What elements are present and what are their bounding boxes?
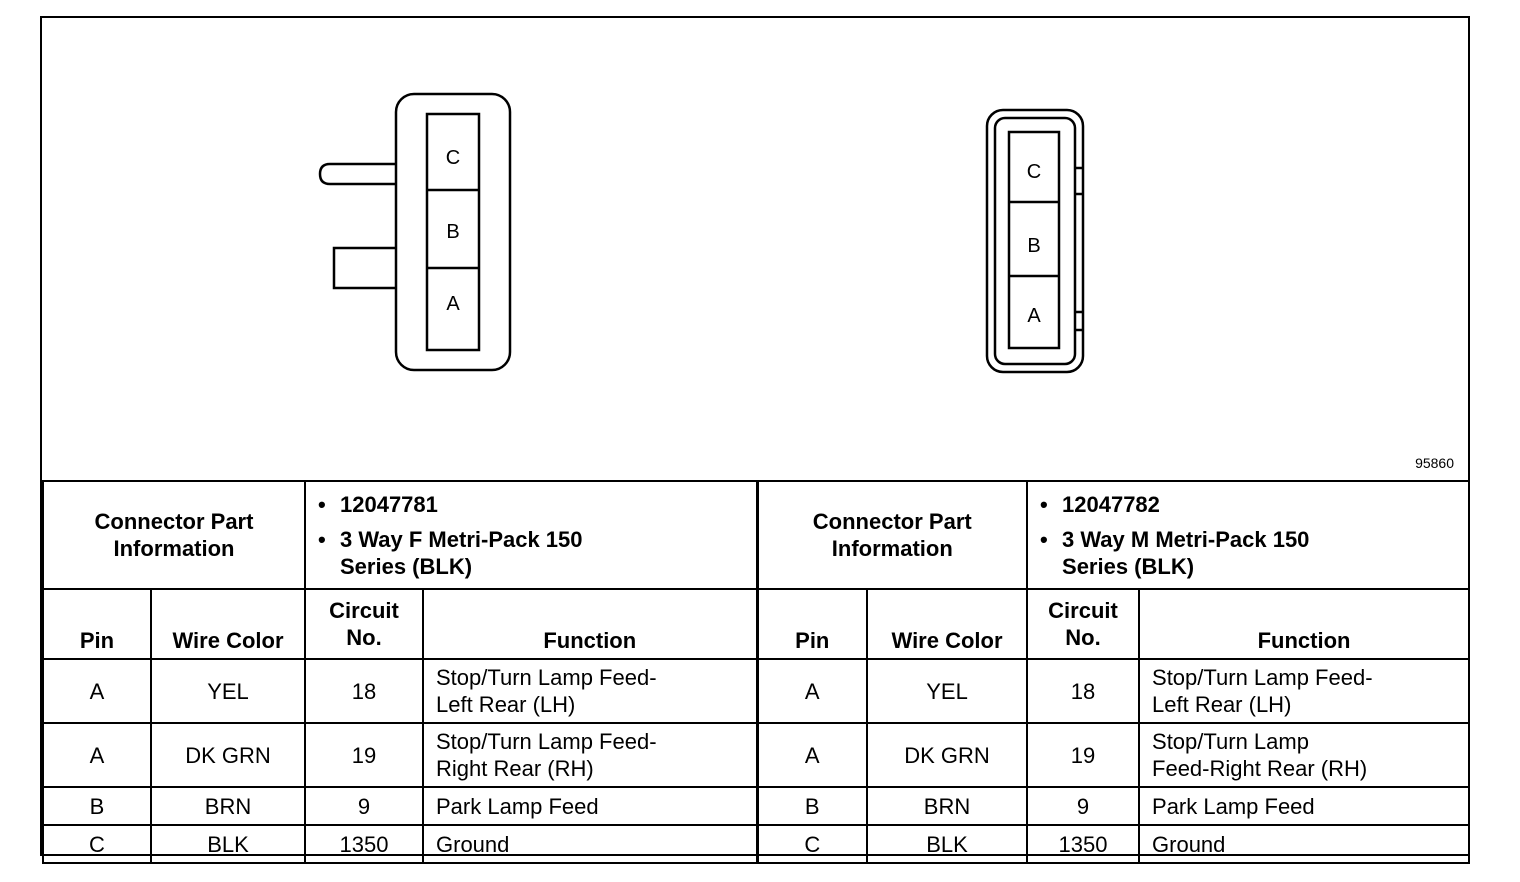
left-function-header: Function: [421, 588, 759, 660]
function-line: Right Rear (RH): [436, 756, 594, 781]
male-connector: [985, 108, 1085, 374]
left-circuit-header-line1: Circuit: [329, 598, 399, 623]
right-function-cell: Stop/Turn Lamp Feed-Right Rear (RH): [1138, 722, 1471, 788]
function-line: Stop/Turn Lamp Feed-: [436, 729, 657, 754]
right-pin-cell: A: [755, 658, 869, 724]
left-circuit-cell: 1350: [304, 824, 424, 864]
column-header-row: Pin Wire Color Circuit No. Function Pin …: [42, 588, 1471, 660]
left-wire-cell: DK GRN: [150, 722, 306, 788]
right-circuit-header-line2: No.: [1065, 625, 1101, 650]
left-part-number: 12047781: [340, 491, 438, 517]
right-pin-cell: B: [755, 786, 869, 826]
left-pin-cell: B: [42, 786, 152, 826]
left-function-cell: Park Lamp Feed: [421, 786, 759, 826]
left-function-cell: Ground: [421, 824, 759, 864]
right-wire-cell: DK GRN: [866, 722, 1029, 788]
female-connector: [318, 92, 512, 372]
right-wire-cell: BLK: [866, 824, 1029, 864]
left-part-desc: 3 Way F Metri-Pack 150: [340, 526, 583, 552]
right-function-cell: Ground: [1138, 824, 1471, 864]
connector-diagram-area: C B A C B A 95860: [42, 18, 1468, 480]
function-line: Stop/Turn Lamp Feed-: [1152, 665, 1373, 690]
right-wire-header: Wire Color: [866, 588, 1029, 660]
function-line: Stop/Turn Lamp Feed-: [436, 665, 657, 690]
right-part-label-cell: Connector Part Information: [755, 480, 1029, 590]
right-circuit-cell: 19: [1026, 722, 1141, 788]
left-wire-cell: YEL: [150, 658, 306, 724]
left-pin-header: Pin: [42, 588, 152, 660]
left-circuit-cell: 9: [304, 786, 424, 826]
function-line: Stop/Turn Lamp: [1152, 729, 1309, 754]
left-circuit-header: Circuit No.: [304, 588, 424, 660]
connector-table: Connector Part Information •12047781 •3 …: [42, 480, 1471, 864]
female-pin-a-label: A: [446, 293, 460, 315]
female-pin-c-label: C: [446, 147, 460, 169]
male-pin-a-label: A: [1027, 305, 1041, 327]
left-part-label-cell: Connector Part Information: [42, 480, 306, 590]
function-line: Left Rear (LH): [436, 692, 576, 717]
left-circuit-cell: 18: [304, 658, 424, 724]
left-circuit-cell: 19: [304, 722, 424, 788]
left-pin-cell: A: [42, 658, 152, 724]
right-function-cell: Stop/Turn Lamp Feed- Left Rear (LH): [1138, 658, 1471, 724]
male-pin-c-label: C: [1027, 161, 1041, 183]
left-wire-cell: BRN: [150, 786, 306, 826]
right-part-number: 12047782: [1062, 491, 1160, 517]
right-wire-cell: YEL: [866, 658, 1029, 724]
right-wire-cell: BRN: [866, 786, 1029, 826]
female-pin-b-label: B: [446, 221, 459, 243]
left-wire-header: Wire Color: [150, 588, 306, 660]
left-circuit-header-line2: No.: [346, 625, 382, 650]
left-pin-cell: A: [42, 722, 152, 788]
table-row: C BLK 1350 Ground C BLK 1350 Ground: [42, 824, 1471, 864]
left-part-series: Series (BLK): [340, 553, 473, 579]
left-part-info: •12047781 •3 Way F Metri-Pack 150 Series…: [303, 480, 759, 590]
right-function-header: Function: [1138, 588, 1471, 660]
function-line: Left Rear (LH): [1152, 692, 1292, 717]
right-part-label: Connector Part Information: [812, 509, 972, 561]
male-pin-b-label: B: [1027, 235, 1040, 257]
table-row: B BRN 9 Park Lamp Feed B BRN 9 Park Lamp…: [42, 786, 1471, 826]
left-function-cell: Stop/Turn Lamp Feed- Left Rear (LH): [421, 658, 759, 724]
right-pin-header: Pin: [755, 588, 869, 660]
right-circuit-cell: 18: [1026, 658, 1141, 724]
right-pin-cell: C: [755, 824, 869, 864]
table-row: A DK GRN 19 Stop/Turn Lamp Feed- Right R…: [42, 722, 1471, 788]
right-part-info: •12047782 •3 Way M Metri-Pack 150 Series…: [1026, 480, 1471, 590]
figure-number: 95860: [1415, 455, 1454, 471]
connector-drawings: C B A C B A: [318, 92, 1085, 374]
left-part-label: Connector Part Information: [94, 509, 254, 561]
left-pin-cell: C: [42, 824, 152, 864]
left-function-cell: Stop/Turn Lamp Feed- Right Rear (RH): [421, 722, 759, 788]
connector-sheet: C B A C B A 95860: [40, 16, 1471, 864]
right-part-desc: 3 Way M Metri-Pack 150: [1062, 526, 1310, 552]
right-circuit-cell: 1350: [1026, 824, 1141, 864]
right-function-cell: Park Lamp Feed: [1138, 786, 1471, 826]
part-info-row: Connector Part Information •12047781 •3 …: [42, 480, 1471, 590]
right-circuit-header-line1: Circuit: [1048, 598, 1118, 623]
right-part-series: Series (BLK): [1062, 553, 1195, 579]
function-line: Feed-Right Rear (RH): [1152, 756, 1368, 781]
left-wire-cell: BLK: [150, 824, 306, 864]
right-circuit-header: Circuit No.: [1026, 588, 1141, 660]
right-pin-cell: A: [755, 722, 869, 788]
right-circuit-cell: 9: [1026, 786, 1141, 826]
table-row: A YEL 18 Stop/Turn Lamp Feed- Left Rear …: [42, 658, 1471, 724]
